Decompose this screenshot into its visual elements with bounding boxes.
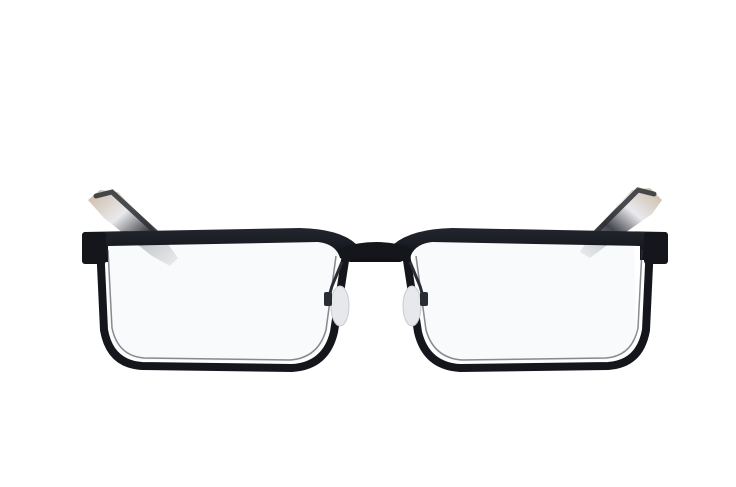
- nose-bridge: [340, 242, 412, 262]
- right-lens: [413, 240, 636, 362]
- right-nose-pad: [402, 285, 422, 327]
- left-nose-pad: [330, 285, 350, 327]
- left-hinge: [82, 232, 106, 264]
- right-rim: [402, 243, 654, 372]
- left-rim: [96, 243, 350, 372]
- right-hinge: [644, 232, 668, 264]
- left-lens: [108, 240, 339, 362]
